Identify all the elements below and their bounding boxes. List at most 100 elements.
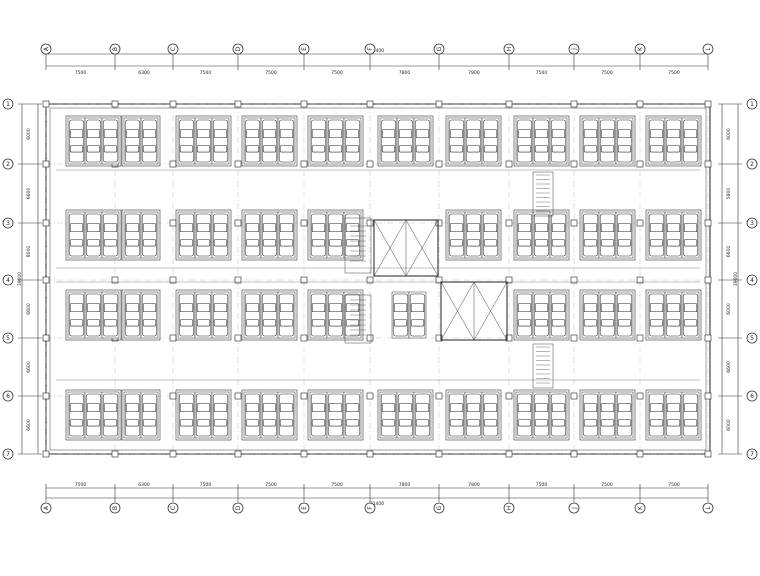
car-rear-window (449, 239, 464, 247)
car-body (68, 293, 85, 337)
car-body (344, 119, 361, 163)
parked-car (681, 211, 700, 259)
car-windshield (262, 303, 277, 313)
column (169, 276, 177, 284)
column (42, 160, 50, 168)
car-rear-window (125, 239, 140, 247)
parked-car (101, 391, 120, 439)
car-body (141, 393, 158, 437)
car-body (550, 293, 567, 337)
column (111, 450, 119, 458)
bay-outline (121, 389, 161, 441)
parked-car (598, 117, 617, 165)
column (300, 392, 308, 400)
car-rear-window (345, 419, 360, 427)
axis-label-y: 6 (750, 393, 754, 400)
axis-label-y: 1 (750, 101, 754, 108)
axis-label-x: J (571, 48, 578, 51)
axis-bubble-x (503, 502, 515, 514)
car-windshield (517, 403, 532, 413)
dim-total-y: 39600 (733, 272, 739, 286)
axis-bubble-x (568, 502, 580, 514)
car-rear-window (534, 239, 549, 247)
car-windshield (262, 403, 277, 413)
axis-bubble-y (2, 98, 14, 110)
car-body (648, 393, 665, 437)
dim-label-x: 7500 (75, 70, 87, 76)
car-body (327, 393, 344, 437)
parked-car (615, 391, 634, 439)
axis-label-y: 3 (750, 220, 754, 227)
car-body (212, 119, 229, 163)
column (704, 219, 712, 227)
car-windshield (179, 403, 194, 413)
bay-outline (65, 209, 122, 261)
car-body (380, 393, 397, 437)
bay-outline (175, 115, 232, 167)
column (366, 276, 374, 284)
parked-car (464, 391, 483, 439)
car-windshield (125, 303, 140, 313)
bay-outline (175, 209, 232, 261)
car-body (261, 293, 278, 337)
car-body (465, 393, 482, 437)
car-windshield (103, 403, 118, 413)
column (704, 276, 712, 284)
car-rear-window (683, 145, 698, 153)
car-rear-window (666, 239, 681, 247)
car-body (278, 119, 295, 163)
car-windshield (196, 129, 211, 139)
column (111, 276, 119, 284)
column (570, 450, 578, 458)
car-windshield (649, 129, 664, 139)
parked-car (391, 291, 410, 339)
column (636, 219, 644, 227)
car-windshield (410, 303, 425, 313)
column (234, 219, 242, 227)
parked-car (532, 291, 551, 339)
parked-car (664, 117, 683, 165)
dim-label-x: 7500 (331, 482, 343, 488)
bay-outline (241, 115, 298, 167)
car-windshield (328, 403, 343, 413)
dim-label-x: 7800 (468, 482, 480, 488)
car-body (278, 393, 295, 437)
car-windshield (86, 129, 101, 139)
bay-outline (645, 209, 702, 261)
dim-label-y: 6600 (26, 361, 32, 373)
car-windshield (179, 129, 194, 139)
column (505, 219, 513, 227)
bay-outline (307, 209, 364, 261)
column (636, 334, 644, 342)
dim-label-y: 6600 (26, 188, 32, 200)
dim-label-y: 6000 (26, 128, 32, 140)
car-rear-window (600, 145, 615, 153)
column (366, 100, 374, 108)
axis-label-x: G (436, 505, 443, 510)
bay-outline (445, 209, 502, 261)
car-rear-window (142, 419, 157, 427)
column (435, 276, 443, 284)
parked-car (647, 391, 666, 439)
car-windshield (213, 223, 228, 233)
column (300, 100, 308, 108)
car-rear-window (196, 419, 211, 427)
car-body (380, 119, 397, 163)
car-body (124, 119, 141, 163)
car-rear-window (245, 239, 260, 247)
parked-car (598, 211, 617, 259)
car-windshield (213, 303, 228, 313)
car-body (85, 119, 102, 163)
car-rear-window (517, 145, 532, 153)
axis-label-y: 7 (750, 451, 754, 458)
car-body (665, 393, 682, 437)
car-rear-window (142, 319, 157, 327)
car-body (516, 393, 533, 437)
car-windshield (666, 303, 681, 313)
car-rear-window (381, 145, 396, 153)
car-windshield (483, 403, 498, 413)
car-rear-window (583, 145, 598, 153)
bay-outline (65, 289, 122, 341)
car-windshield (534, 303, 549, 313)
column (300, 219, 308, 227)
